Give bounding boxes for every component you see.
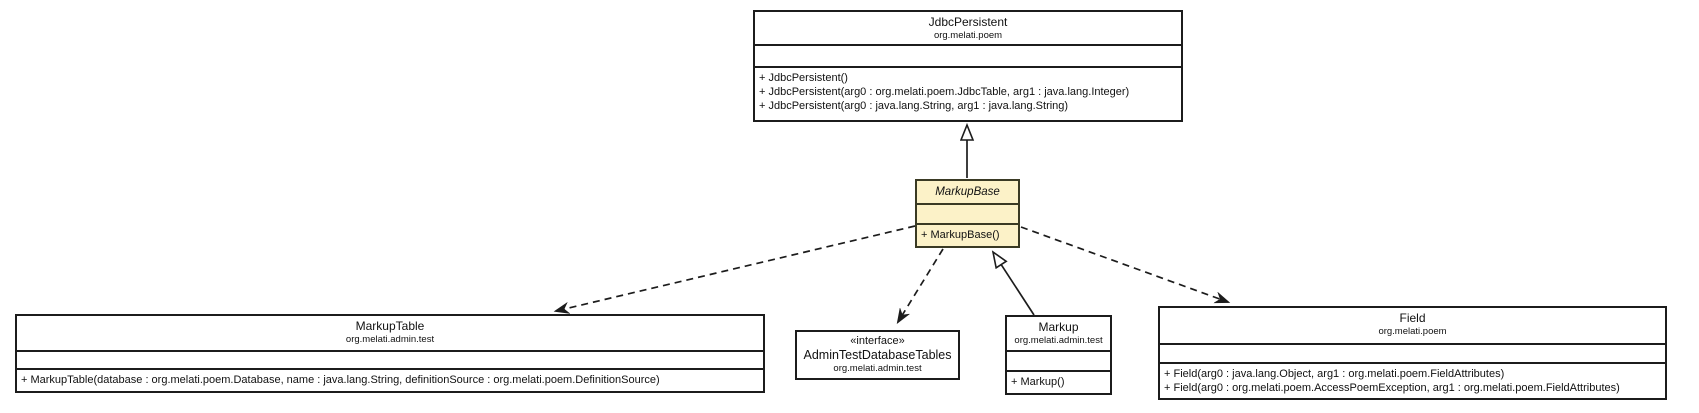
class-package: org.melati.poem (933, 30, 1003, 41)
methods-compartment: + Field(arg0 : java.lang.Object, arg1 : … (1160, 362, 1665, 398)
method: + JdbcPersistent(arg0 : org.melati.poem.… (759, 86, 1130, 98)
class-package: org.melati.admin.test (833, 363, 922, 374)
method: + JdbcPersistent() (759, 72, 848, 84)
methods-compartment: + Markup() (1007, 370, 1110, 393)
class-header: MarkupBase (917, 181, 1018, 203)
class-box-markup[interactable]: Markup org.melati.admin.test + Markup() (1005, 315, 1112, 395)
class-name: AdminTestDatabaseTables (803, 348, 952, 362)
class-name: MarkupTable (355, 319, 425, 333)
methods-compartment: + MarkupBase() (917, 223, 1018, 246)
method: + Field(arg0 : org.melati.poem.AccessPoe… (1164, 382, 1620, 394)
method: + Markup() (1011, 376, 1065, 388)
class-box-admintestdatabasetables[interactable]: «interface» AdminTestDatabaseTables org.… (795, 330, 960, 380)
edge-generalization-markup-markupbase (993, 252, 1035, 316)
class-header: MarkupTable org.melati.admin.test (17, 316, 763, 350)
attributes-compartment (1160, 343, 1665, 362)
methods-compartment: + MarkupTable(database : org.melati.poem… (17, 368, 763, 391)
class-header: Field org.melati.poem (1160, 308, 1665, 343)
edge-dependency-markupbase-field (1020, 226, 1228, 302)
class-box-markuptable[interactable]: MarkupTable org.melati.admin.test + Mark… (15, 314, 765, 393)
attributes-compartment (755, 44, 1181, 66)
class-header: JdbcPersistent org.melati.poem (755, 12, 1181, 44)
methods-compartment: + JdbcPersistent() + JdbcPersistent(arg0… (755, 66, 1181, 120)
attributes-compartment (17, 350, 763, 368)
attributes-compartment (917, 203, 1018, 223)
edge-dependency-markupbase-markuptable (556, 225, 916, 311)
class-header: Markup org.melati.admin.test (1007, 317, 1110, 350)
class-box-jdbcpersistent[interactable]: JdbcPersistent org.melati.poem + JdbcPer… (753, 10, 1183, 122)
class-name: JdbcPersistent (928, 15, 1008, 29)
method: + MarkupBase() (921, 229, 1000, 241)
class-header: «interface» AdminTestDatabaseTables org.… (797, 332, 958, 378)
method: + Field(arg0 : java.lang.Object, arg1 : … (1164, 368, 1505, 380)
method: + JdbcPersistent(arg0 : java.lang.String… (759, 100, 1069, 112)
class-name: MarkupBase (935, 186, 1000, 198)
class-package: org.melati.admin.test (345, 334, 435, 345)
method: + MarkupTable(database : org.melati.poem… (21, 374, 660, 386)
class-box-markupbase[interactable]: MarkupBase + MarkupBase() (915, 179, 1020, 248)
attributes-compartment (1007, 350, 1110, 370)
edge-dependency-markupbase-admintestdatabasetables (898, 248, 944, 322)
class-name: Field (1399, 311, 1426, 325)
class-box-field[interactable]: Field org.melati.poem + Field(arg0 : jav… (1158, 306, 1667, 400)
class-package: org.melati.admin.test (1014, 335, 1103, 346)
stereotype: «interface» (850, 335, 905, 347)
class-name: Markup (1038, 320, 1079, 334)
class-package: org.melati.poem (1378, 326, 1447, 337)
